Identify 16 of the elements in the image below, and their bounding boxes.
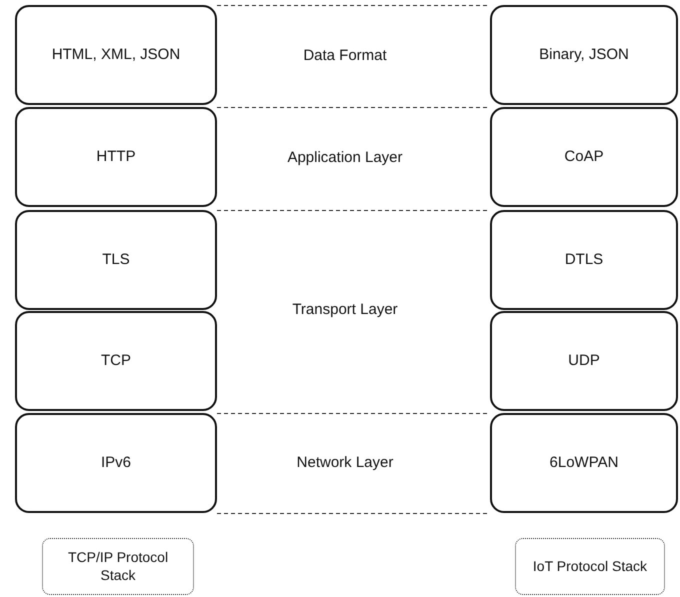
protocol-box: IPv6 <box>15 413 217 513</box>
layer-label: Transport Layer <box>291 300 399 320</box>
protocol-box: HTML, XML, JSON <box>15 5 217 105</box>
protocol-box: TCP <box>15 311 217 411</box>
protocol-box: TLS <box>15 210 217 310</box>
layer-label: Data Format <box>302 46 388 66</box>
layer-label: Network Layer <box>296 453 394 473</box>
protocol-box: HTTP <box>15 107 217 207</box>
protocol-box: CoAP <box>490 107 678 207</box>
stack-label-box: IoT Protocol Stack <box>515 538 665 595</box>
protocol-box: Binary, JSON <box>490 5 678 105</box>
protocol-box: 6LoWPAN <box>490 413 678 513</box>
protocol-box: UDP <box>490 311 678 411</box>
layer-label: Application Layer <box>286 148 404 168</box>
stack-label-box: TCP/IP Protocol Stack <box>42 538 194 595</box>
protocol-box: DTLS <box>490 210 678 310</box>
